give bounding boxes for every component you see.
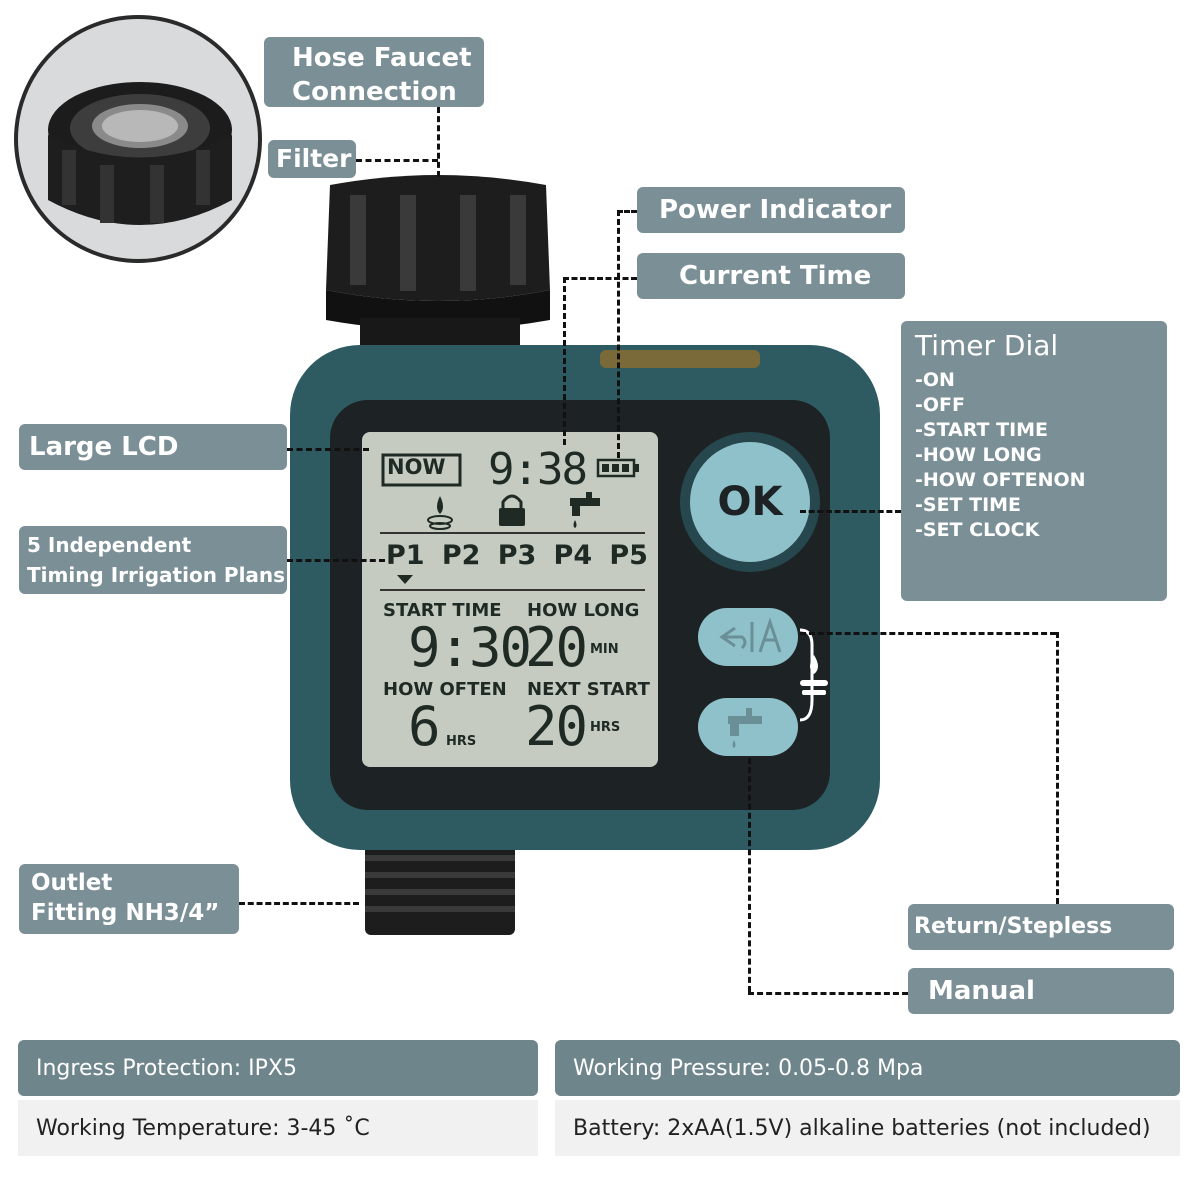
return-arrow-icon (719, 617, 782, 653)
program-p1: P1 (386, 540, 425, 571)
program-p3: P3 (497, 540, 537, 571)
manual-button-shape (698, 698, 798, 756)
next-start-value: 20 (525, 695, 588, 758)
water-drop-icon (427, 496, 453, 530)
next-start-unit: HRS (590, 720, 621, 735)
timer-dial-item-how-long: -HOW LONG (915, 444, 1042, 466)
filter-label: Filter (268, 140, 356, 178)
timer-dial-title: Timer Dial (915, 329, 1059, 362)
lcd-screen-label: Large LCD Screen (19, 424, 287, 508)
lcd-now-indicator: NOW (387, 455, 446, 479)
start-time-value: 9:30 (408, 616, 532, 679)
outlet-fitting (365, 840, 515, 935)
spec-ingress: Ingress Protection: IPX5 (18, 1040, 538, 1096)
timer-body (290, 345, 880, 850)
battery-icon (596, 458, 639, 478)
timer-dial-panel: Timer Dial -ON -OFF -START TIME -HOW LON… (901, 321, 1167, 601)
timer-dial-item-on: -ON (915, 369, 955, 391)
how-long-label: HOW LONG (527, 600, 640, 621)
manual-watering-button[interactable] (698, 698, 798, 756)
timer-dial-item-start-time: -START TIME (915, 419, 1049, 441)
plans-label: 5 Independent Timing Irrigation Plans (19, 526, 287, 594)
plans-label-line1: 5 Independent (27, 533, 192, 557)
return-button[interactable] (698, 608, 798, 666)
lcd-clock: 9:38 (488, 444, 588, 495)
ok-button-label: OK (717, 479, 783, 525)
ok-button[interactable]: OK (690, 442, 810, 562)
outlet-label-line2: Fitting NH3/4” (31, 900, 220, 926)
program-p4: P4 (553, 540, 593, 571)
faucet-icon (570, 492, 600, 528)
program-p5: P5 (609, 540, 648, 571)
hose-faucet-label-line1: Hose Faucet (292, 43, 472, 73)
filter-closeup (14, 15, 262, 263)
hose-faucet-label: Hose Faucet Connection (264, 37, 484, 107)
hose-faucet-label-line2: Connection (292, 77, 457, 107)
manual-watering-label: Manual Watering (908, 968, 1174, 1052)
spec-pressure: Working Pressure: 0.05-0.8 Mpa (555, 1040, 1180, 1096)
return-button-shape (698, 608, 798, 666)
program-list: P1 P2 P3 P4 P5 (386, 540, 648, 571)
outlet-label-line1: Outlet (31, 870, 113, 896)
plans-label-line2: Timing Irrigation Plans (27, 563, 286, 587)
spec-battery: Battery: 2xAA(1.5V) alkaline batteries (… (555, 1100, 1180, 1156)
ok-button-shape (690, 442, 810, 562)
timer-dial-item-off: -OFF (915, 394, 965, 416)
how-often-unit: HRS (446, 734, 477, 749)
return-knob-label: Return/Stepless knob (908, 904, 1174, 985)
next-start-label: NEXT START (527, 679, 650, 700)
how-often-label: HOW OFTEN (383, 679, 507, 700)
timer-dial-item-set-time: -SET TIME (915, 494, 1022, 516)
how-often-value: 6 (408, 695, 440, 758)
current-time-label: Current Time (637, 253, 905, 299)
power-indicator-label: Power Indicator (637, 187, 905, 233)
program-p2: P2 (441, 540, 481, 571)
program-indicator-arrow (397, 575, 413, 584)
lock-icon (499, 494, 525, 526)
droplet-icon (800, 655, 828, 695)
hose-faucet-nut (326, 175, 550, 358)
timer-dial-item-how-often: -HOW OFTENON (915, 469, 1086, 491)
how-long-unit: MIN (590, 642, 619, 657)
spec-temperature: Working Temperature: 3-45 ˚C (18, 1100, 538, 1156)
start-time-label: START TIME (383, 600, 502, 621)
how-long-value: 20 (525, 616, 588, 679)
manual-faucet-icon (728, 708, 762, 748)
timer-dial-item-set-clock: -SET CLOCK (915, 519, 1040, 541)
outlet-label: Outlet Fitting NH3/4” (19, 864, 239, 934)
